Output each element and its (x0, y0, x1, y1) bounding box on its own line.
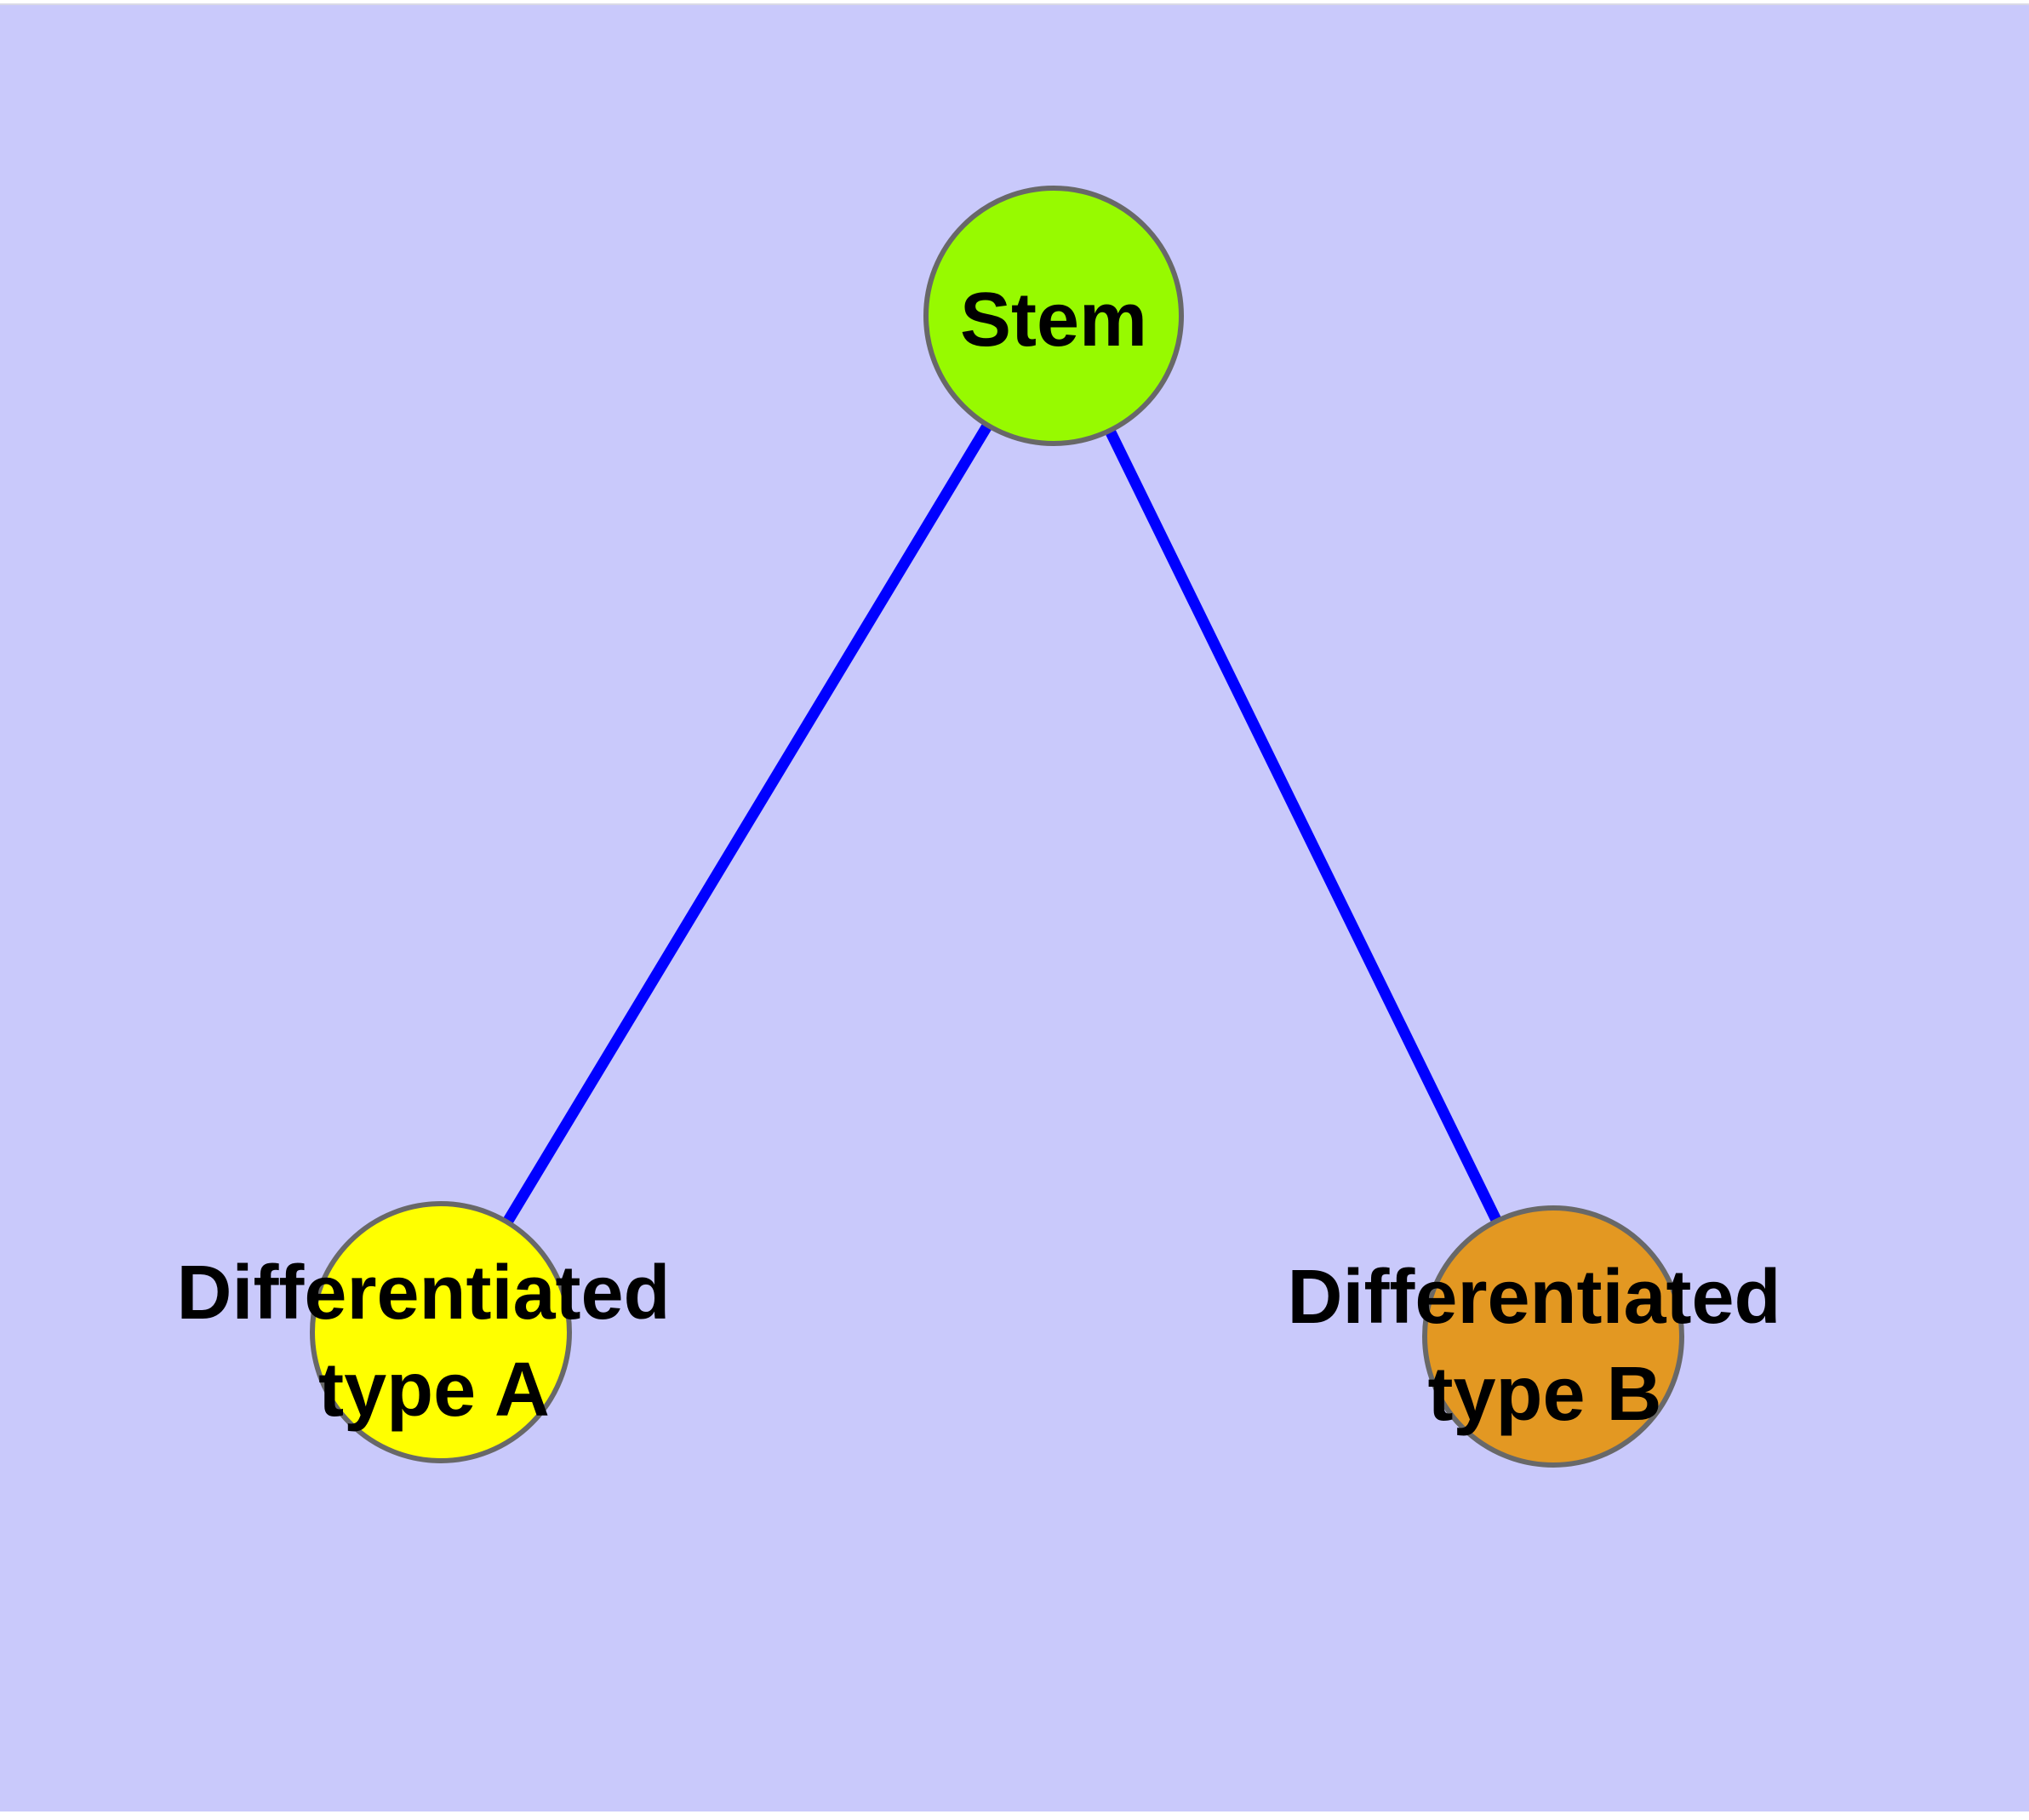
nodes (310, 186, 1684, 1468)
top-hairline (0, 3, 2029, 5)
top-margin (0, 0, 2029, 3)
node-label-differentiated-type-a: Differentiated type A (176, 1251, 691, 1433)
edge-stem-to-differentiated-type-a (436, 312, 1059, 1336)
node-stem (923, 186, 1184, 446)
label-line-2: type B (1427, 1352, 1661, 1437)
node-label-stem: Stem (960, 278, 1147, 363)
node-differentiated-type-a (310, 1201, 572, 1463)
label-line-1: Differentiated (176, 1251, 670, 1336)
label-line-2: type A (318, 1348, 550, 1433)
node-label-differentiated-type-b: Differentiated type B (1287, 1255, 1802, 1437)
bottom-margin (0, 1811, 2029, 1820)
edges (436, 312, 1558, 1339)
node-differentiated-type-b (1422, 1205, 1684, 1468)
edge-stem-to-differentiated-type-b (1049, 313, 1558, 1339)
node-labels: Stem Differentiated type A Differentiate… (176, 278, 1802, 1437)
label-line-1: Differentiated (1287, 1255, 1780, 1340)
